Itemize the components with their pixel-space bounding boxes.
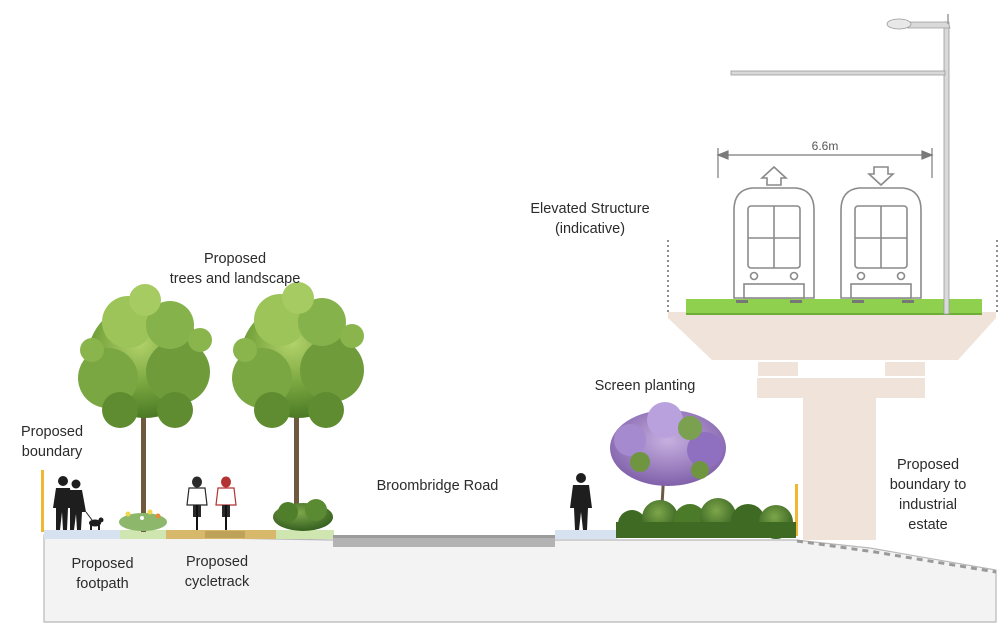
- dimension-line: [716, 148, 934, 178]
- label-broombridge-road: Broombridge Road: [376, 478, 499, 494]
- label-screen-planting: Screen planting: [594, 378, 696, 394]
- shrub-near-tree: [273, 499, 333, 531]
- road-surface-top: [333, 535, 555, 538]
- label-proposed-footpath: Proposed footpath: [71, 556, 134, 592]
- grass-strip-left: [120, 530, 166, 539]
- tram-outbound: [733, 165, 815, 299]
- proposed-boundary-marker: [41, 470, 44, 532]
- label-dimension: 6.6m: [811, 139, 839, 153]
- cyclists: [186, 476, 237, 530]
- label-boundary-industrial: Proposed boundary to industrial estate: [889, 457, 967, 533]
- grass-strip-right: [276, 530, 334, 539]
- screen-planting-hedge: [616, 498, 796, 539]
- tree-right: [232, 282, 364, 505]
- elevated-structure: [667, 240, 998, 540]
- footpath-right: [555, 530, 617, 539]
- label-proposed-cycletrack: Proposed cycletrack: [184, 554, 250, 590]
- flower-bed: [119, 507, 167, 531]
- label-elevated-structure: Elevated Structure (indicative): [530, 201, 650, 237]
- street-lamp: [730, 14, 951, 315]
- pedestrians-silhouette: [53, 476, 104, 530]
- tree-left: [78, 284, 212, 532]
- industrial-boundary-marker: [795, 484, 798, 536]
- industrial-slope-line: [796, 539, 997, 574]
- label-proposed-boundary: Proposed boundary: [20, 424, 84, 460]
- flowering-tree: [610, 402, 726, 506]
- person-silhouette: [570, 473, 592, 530]
- footpath-strip: [44, 530, 120, 539]
- label-proposed-trees: Proposed trees and landscape: [169, 251, 301, 287]
- cycletrack-inner: [205, 531, 245, 538]
- tram-inbound: [840, 166, 922, 299]
